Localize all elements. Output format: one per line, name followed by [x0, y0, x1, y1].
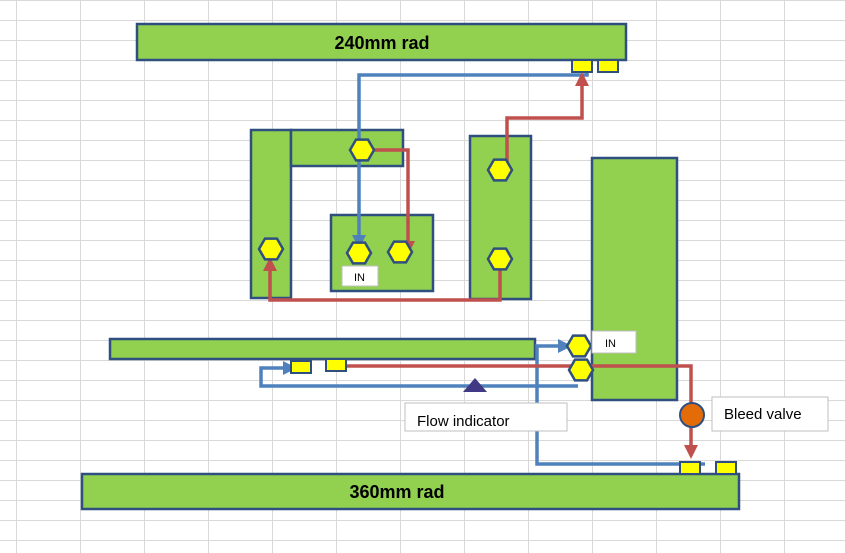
cold-pipe-pump-loop	[259, 361, 578, 388]
hot-pipe-bottom-loop	[263, 257, 502, 302]
hexagon-icon	[257, 237, 285, 261]
hot-pipe-top-to-gpu	[362, 148, 415, 255]
triangle-icon	[463, 378, 487, 392]
hexagon-icon	[567, 358, 595, 382]
flow-indicator-label: Flow indicator	[417, 413, 510, 430]
hexagon-icon	[486, 158, 514, 182]
hexagon-icon	[565, 334, 593, 358]
hexagon-icon	[486, 247, 514, 271]
circle-icon	[679, 402, 705, 428]
in-label-gpu: IN	[354, 272, 365, 284]
port-icon	[679, 461, 701, 475]
hexagon-icon	[348, 138, 376, 162]
flow-indicator-callout	[404, 402, 568, 432]
port-icon	[597, 59, 619, 73]
in-label-reservoir: IN	[605, 338, 616, 350]
radiator-360	[80, 472, 741, 511]
radiator-360-label: 360mm rad	[349, 482, 444, 502]
in-label-box	[341, 265, 379, 287]
port-icon	[571, 59, 593, 73]
bleed-valve-callout	[711, 396, 829, 432]
port-icon	[325, 358, 347, 372]
bleed-valve-label: Bleed valve	[724, 406, 802, 423]
radiator-240	[135, 22, 628, 62]
radiator-240-label: 240mm rad	[334, 33, 429, 53]
block-left-horizontal	[289, 128, 405, 168]
hexagon-icon	[345, 241, 373, 265]
pump-bar	[108, 337, 537, 361]
port-icon	[290, 360, 312, 374]
hexagon-icon	[386, 240, 414, 264]
reservoir	[590, 156, 679, 402]
in-label-box	[591, 330, 637, 354]
port-icon	[715, 461, 737, 475]
